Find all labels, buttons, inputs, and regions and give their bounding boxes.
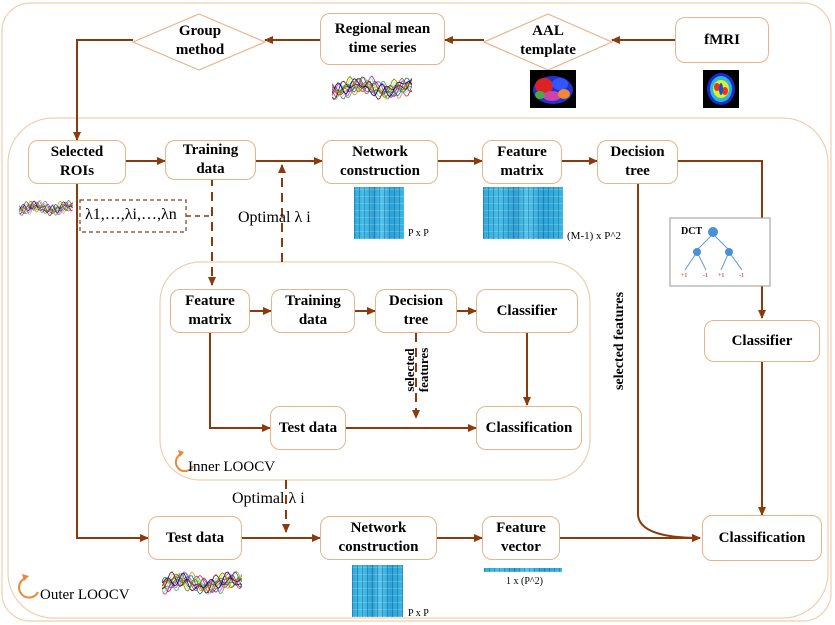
arrow-rois-to-testdata [76,183,149,542]
test-data-inner-box: Test data [270,406,346,450]
group-method-label: Group method [175,23,225,58]
outer-loocv-label: Outer LOOCV [40,587,130,603]
feature-vector-thumbnail [484,568,562,572]
waveform-trace [332,75,412,98]
brain-fmri-slice-icon [703,70,739,108]
classification-outer-box: Classification [702,515,822,561]
inner-loocv-region [159,261,591,481]
decision-tree-icon [669,217,771,287]
outer-loocv-cycle-icon [18,577,39,599]
time-series-waveform-icon [19,199,73,217]
lambda-list-box [79,199,187,233]
time-series-waveform-icon [332,75,412,101]
optimal-lambda-bottom-label: Optimal λ i [232,490,305,507]
waveform-trace [332,78,412,98]
group-method-diamond [131,13,267,71]
dim-feature-matrix-label: (M-1) x P^2 [567,230,622,242]
waveform-trace [162,571,242,595]
fmri-box: fMRI [675,17,769,63]
dct-label: DCT [681,226,703,237]
network-construction-top-box: Network construction [322,140,438,184]
main-pipeline-region [7,117,829,619]
waveform-trace [162,571,242,592]
decision-tree-inner-box: Decision tree [375,289,457,333]
aal-template-label: AAL template [520,23,576,58]
brain-aal-3d-icon [530,70,576,108]
outer-loocv-cycle-arrowhead [22,574,29,581]
training-data-outer-box: Training data [165,140,256,180]
waveform-trace [19,199,73,214]
test-data-outer-box: Test data [148,516,242,560]
inner-loocv-cycle-arrowhead [178,450,184,457]
waveform-trace [162,570,242,592]
inner-loocv-label: Inner LOOCV [188,459,276,475]
waveform-trace [19,200,73,213]
waveform-trace [162,572,242,592]
selected-features-outer-label: selected features [612,291,627,391]
classification-inner-box: Classification [476,406,582,450]
regional-mean-box: Regional mean time series [320,13,445,65]
feature-vector-box: Feature vector [482,516,560,560]
decision-tree-outer-box: Decision tree [597,140,678,184]
waveform-trace [19,200,73,213]
feature-matrix-inner-box: Feature matrix [170,289,250,333]
network-matrix-bottom-thumbnail [352,565,403,617]
waveform-trace [162,573,242,593]
training-data-inner-box: Training data [271,289,355,333]
tree-leaf-label: -1 [703,273,708,279]
feature-matrix-top-box: Feature matrix [482,140,562,184]
arrow-group-to-rois [73,39,133,141]
tree-leaf-label: +1 [681,273,688,279]
network-construction-bottom-box: Network construction [320,516,437,560]
classifier-outer-box: Classifier [704,320,820,362]
dim-pxp-top-label: P x P [408,228,429,239]
feature-matrix-thumbnail [483,187,563,239]
lambda-list-label: λ1,…,λi,…,λn [85,206,177,223]
selected-rois-box: Selected ROIs [28,140,126,184]
dim-pxp-bottom-label: P x P [408,608,429,619]
time-series-waveform-icon [162,570,242,596]
arrow-inner-fm-to-testdata [209,333,271,432]
classifier-inner-box: Classifier [476,289,578,333]
network-matrix-top-thumbnail [354,187,404,239]
tree-leaf-label: -1 [739,273,744,279]
optimal-lambda-top-label: Optimal λ i [238,209,311,226]
tree-leaf-label: +1 [718,273,725,279]
selected-features-inner-label: selected features [402,347,431,393]
inner-loocv-cycle-icon [174,453,194,473]
dim-feature-vector-label: 1 x (P^2) [506,576,543,587]
